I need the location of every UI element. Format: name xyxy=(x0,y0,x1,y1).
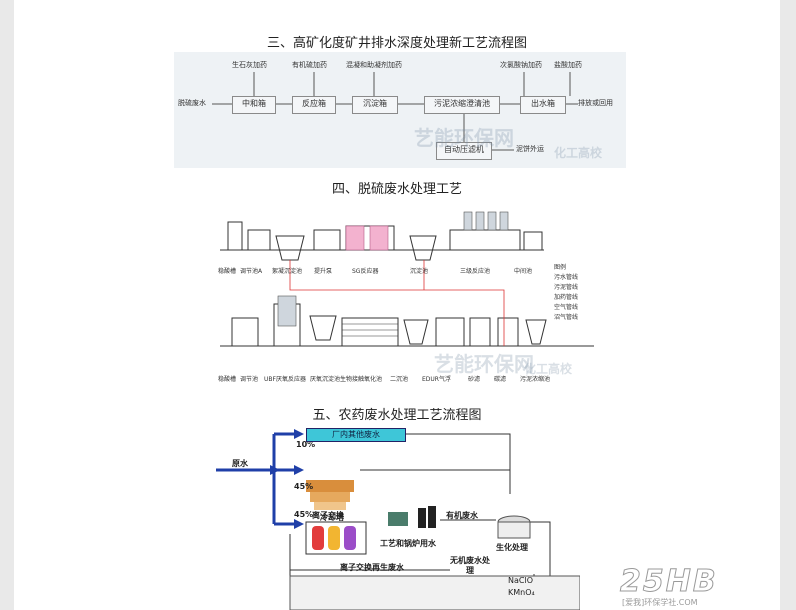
legend-item: 空气管线 xyxy=(554,304,579,311)
chemical-label: 混凝和助凝剂加药 xyxy=(346,61,402,69)
legend-item: 加药管线 xyxy=(554,294,579,301)
equipment-caption: 絮凝沉淀池 xyxy=(272,268,303,275)
equipment-caption: 调节池 xyxy=(240,376,259,383)
process-diagram xyxy=(220,211,594,347)
equipment-caption: 中间池 xyxy=(514,268,533,275)
equipment-caption: SG反应器 xyxy=(352,268,379,275)
process-box: 沉淀箱 xyxy=(352,96,398,114)
bio-treatment-label: 生化处理 xyxy=(496,543,528,552)
input-label: 脱硫废水 xyxy=(178,99,206,107)
percent-label: 45% xyxy=(294,510,314,519)
equipment-caption: 稳酸槽 xyxy=(218,268,237,275)
equipment-caption: EDUR气浮 xyxy=(422,376,451,383)
process-box: 自动压滤机 xyxy=(436,142,492,160)
equipment-caption: 沉淀池 xyxy=(410,268,429,275)
process-box: 污泥浓缩澄清池 xyxy=(424,96,500,114)
legend-title: 图例 xyxy=(554,264,567,271)
regen-wastewater-label: 离子交换再生废水 xyxy=(340,563,404,572)
process-water-label: 工艺和锅炉用水 xyxy=(380,539,436,548)
chemical-label: 次氯酸钠加药 xyxy=(500,61,542,69)
equipment-caption: 稳酸槽 xyxy=(218,376,237,383)
document-page: 三、高矿化度矿井排水深度处理新工艺流程图 脱硫废水 生石灰加药 有机硫加药 xyxy=(14,0,780,610)
legend-item: 污水管线 xyxy=(554,274,579,281)
ion-exchange-label: 离子交换 xyxy=(312,511,344,520)
equipment-caption: 三级反应池 xyxy=(460,268,491,275)
watermark: 化工高校 xyxy=(554,146,603,160)
equipment-caption: 厌氧沉淀池 xyxy=(310,376,341,383)
sludge-label: 泥饼外运 xyxy=(516,145,544,153)
site-logo: 25HB [爱我]环保学社.COM xyxy=(620,564,790,608)
equipment-caption: 碳滤 xyxy=(494,376,507,383)
chemical-kmno4: KMnO₄ xyxy=(508,588,535,597)
section-3-title: 三、高矿化度矿井排水深度处理新工艺流程图 xyxy=(266,36,527,51)
equipment-caption: 提升泵 xyxy=(314,268,333,275)
figure-mine-water-process: 脱硫废水 生石灰加药 有机硫加药 混凝和助凝剂加药 次氯酸钠加药 盐酸加药 中和… xyxy=(174,52,626,168)
figure-desulfurization-process: 稳酸槽 调节池A 絮凝沉淀池 提升泵 SG反应器 沉淀池 三级反应池 中间池 稳… xyxy=(214,200,594,390)
flow-arrows xyxy=(212,72,578,151)
section-5-title: 五、农药废水处理工艺流程图 xyxy=(312,408,482,423)
input-label: 原水 xyxy=(232,459,248,468)
process-box: 反应箱 xyxy=(292,96,336,114)
inorganic-wastewater-label: 无机废水处理 xyxy=(450,556,490,575)
process-arrows xyxy=(216,429,580,610)
process-box: 出水箱 xyxy=(520,96,566,114)
legend-item: 污泥管线 xyxy=(554,284,579,291)
site-logo-text: [爱我]环保学社.COM xyxy=(622,598,698,607)
percent-label: 45% xyxy=(294,482,314,491)
watermark: 化工高校 xyxy=(524,362,573,376)
equipment-caption: 生物接触氧化池 xyxy=(340,376,383,383)
equipment-caption: UBF厌氧反应器 xyxy=(264,376,306,383)
figure-pesticide-process: 原水 10% 45% 45% 厂内其他废水 冷却塔 离子交换 工艺和锅炉用水 有… xyxy=(210,424,580,610)
watermark: 艺能环保网 xyxy=(414,126,514,150)
output-label: 排放或回用 xyxy=(578,99,613,107)
chemical-label: 生石灰加药 xyxy=(232,61,267,69)
watermark: 艺能环保网 xyxy=(434,352,534,376)
chemical-label: 盐酸加药 xyxy=(554,61,582,69)
organic-wastewater-label: 有机废水 xyxy=(446,511,478,520)
percent-label: 10% xyxy=(296,440,316,449)
site-logo-mark: 25HB xyxy=(620,564,718,600)
process-box: 中和箱 xyxy=(232,96,276,114)
section-4-title: 四、脱硫废水处理工艺 xyxy=(331,182,462,197)
chemical-naclo: NaClO xyxy=(508,576,533,585)
equipment-caption: 二沉池 xyxy=(390,376,409,383)
cooling-tower-label: 冷却塔 xyxy=(320,513,344,522)
other-wastewater-box: 厂内其他废水 xyxy=(306,428,406,442)
equipment-caption: 调节池A xyxy=(240,268,263,275)
chemical-label: 有机硫加药 xyxy=(292,61,327,69)
equipment-caption: 砂滤 xyxy=(468,376,481,383)
equipment-caption: 污泥浓缩池 xyxy=(520,376,551,383)
legend-item: 沼气管线 xyxy=(554,314,579,321)
